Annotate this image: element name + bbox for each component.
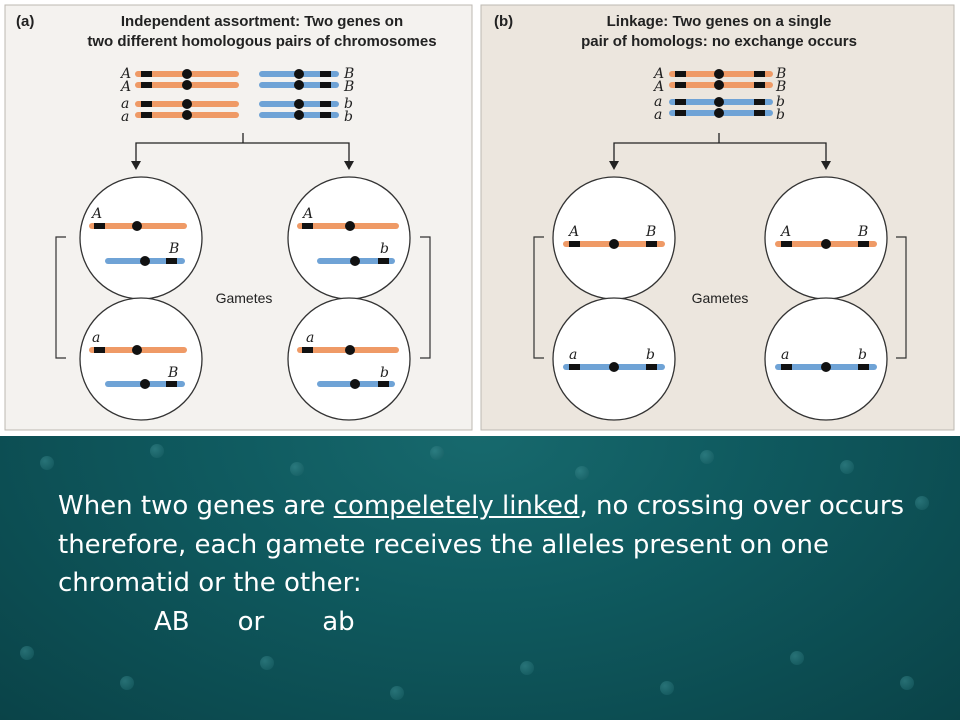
panel-a-gamete-1: A B [79, 176, 203, 300]
panel-a-allele-left-3: a [121, 96, 129, 112]
panel-b-parent-linked-chromosomes [669, 69, 773, 118]
panel-a-parent-orange-pair [135, 69, 239, 120]
panel-a-allele-left-1: A [119, 66, 131, 82]
panel-b-allele-left-3: a [654, 94, 662, 110]
panel-b-gamete-1: A B [552, 176, 676, 300]
panel-b-title-line2: pair of homologs: no exchange occurs [581, 33, 857, 50]
panel-a-gamete-2: A b [287, 176, 411, 300]
panel-b-gamete-4-left: a [781, 347, 789, 363]
option-ab: AB [154, 606, 190, 637]
panel-a-gamete-4-top: a [306, 330, 314, 346]
panel-a-tag: (a) [16, 13, 34, 30]
panel-b-allele-right-2: B [775, 79, 786, 95]
panel-b-bracket-left [533, 236, 544, 359]
caption-part1: When two genes are [58, 491, 334, 521]
panel-a-gametes-label: Gametes [216, 290, 273, 306]
panel-a-allele-left-2: A [119, 79, 131, 95]
panel-a-gamete-2-top: A [301, 206, 313, 222]
panel-b-allele-right-4: b [776, 107, 785, 123]
decor-dot [430, 446, 444, 460]
decor-dot [575, 466, 589, 480]
panel-b-gamete-1-left: A [567, 224, 579, 240]
option-ab-lower: ab [322, 606, 355, 637]
panel-b-arrowhead-left [609, 161, 619, 170]
decor-dot [120, 676, 134, 690]
panel-a-gamete-4-bottom: b [380, 365, 389, 381]
panel-b-allele-left-2: A [652, 79, 664, 95]
panel-b-gamete-2-left: A [779, 224, 791, 240]
decor-dot [390, 686, 404, 700]
panel-a-gamete-2-bottom: b [380, 241, 389, 257]
panel-b-tag: (b) [494, 13, 513, 30]
panel-a-allele-right-1: B [343, 66, 354, 82]
panel-b-bracket-right [896, 236, 907, 359]
panel-b-gamete-3-left: a [569, 347, 577, 363]
panel-b-gamete-2-right: B [857, 224, 868, 240]
decor-dot [40, 456, 54, 470]
decor-dot [900, 676, 914, 690]
panel-a-bracket-right [420, 236, 431, 359]
decor-dot [915, 496, 929, 510]
decor-dot [790, 651, 804, 665]
panel-b-gamete-1-right: B [645, 224, 656, 240]
panel-a-allele-right-4: b [344, 109, 353, 125]
panel-a: (a) Independent assortment: Two genes on… [4, 4, 473, 431]
decor-dot [20, 646, 34, 660]
decor-dot [700, 450, 714, 464]
genetics-figure: (a) Independent assortment: Two genes on… [0, 0, 960, 436]
caption-text: When two genes are compeletely linked, n… [58, 487, 938, 641]
panel-b-allele-right-1: B [775, 66, 786, 82]
panel-a-gamete-3-bottom: B [167, 365, 178, 381]
panel-b-arrowhead-right [821, 161, 831, 170]
panel-b-allele-left-4: a [654, 107, 662, 123]
caption-part2: , no crossing over occurs therefore, eac… [58, 491, 905, 598]
panel-b-gamete-4: a b [764, 297, 888, 421]
panel-b: (b) Linkage: Two genes on a single pair … [480, 4, 955, 431]
panel-a-arrowhead-right [344, 161, 354, 170]
decor-dot [290, 462, 304, 476]
panel-a-gamete-3-top: a [92, 330, 100, 346]
panel-b-gamete-3: a b [552, 297, 676, 421]
teal-background [0, 436, 960, 720]
panel-a-parent-blue-pair [259, 69, 339, 120]
panel-b-allele-left-1: A [652, 66, 664, 82]
panel-b-title-line1: Linkage: Two genes on a single [607, 13, 832, 30]
panel-a-gamete-3: a B [79, 297, 203, 421]
decor-dot [660, 681, 674, 695]
panel-a-allele-left-4: a [121, 109, 129, 125]
panel-a-bracket-left [55, 236, 66, 359]
decor-dot [260, 656, 274, 670]
caption-paragraph: When two genes are compeletely linked, n… [58, 487, 938, 603]
panel-a-gamete-1-bottom: B [168, 241, 179, 257]
option-or: or [237, 606, 265, 637]
panel-b-gametes-label: Gametes [692, 290, 749, 306]
panel-a-arrowhead-left [131, 161, 141, 170]
panel-b-gamete-2: A B [764, 176, 888, 300]
decor-dot [150, 444, 164, 458]
panel-a-title-line2: two different homologous pairs of chromo… [87, 33, 436, 50]
panel-a-title-line1: Independent assortment: Two genes on [121, 13, 403, 30]
panel-a-split-arrow [135, 133, 350, 165]
decor-dot [840, 460, 854, 474]
panel-b-allele-right-3: b [776, 94, 785, 110]
panel-b-gamete-3-right: b [646, 347, 655, 363]
caption-underlined-term: compeletely linked [333, 491, 580, 521]
panel-a-gamete-4: a b [287, 297, 411, 421]
panel-a-allele-right-2: B [343, 79, 354, 95]
caption-options: AB or ab [58, 603, 938, 642]
panel-a-gamete-1-top: A [90, 206, 102, 222]
decor-dot [520, 661, 534, 675]
panel-b-gamete-4-right: b [858, 347, 867, 363]
panel-a-allele-right-3: b [344, 96, 353, 112]
panel-b-split-arrow [613, 133, 827, 165]
